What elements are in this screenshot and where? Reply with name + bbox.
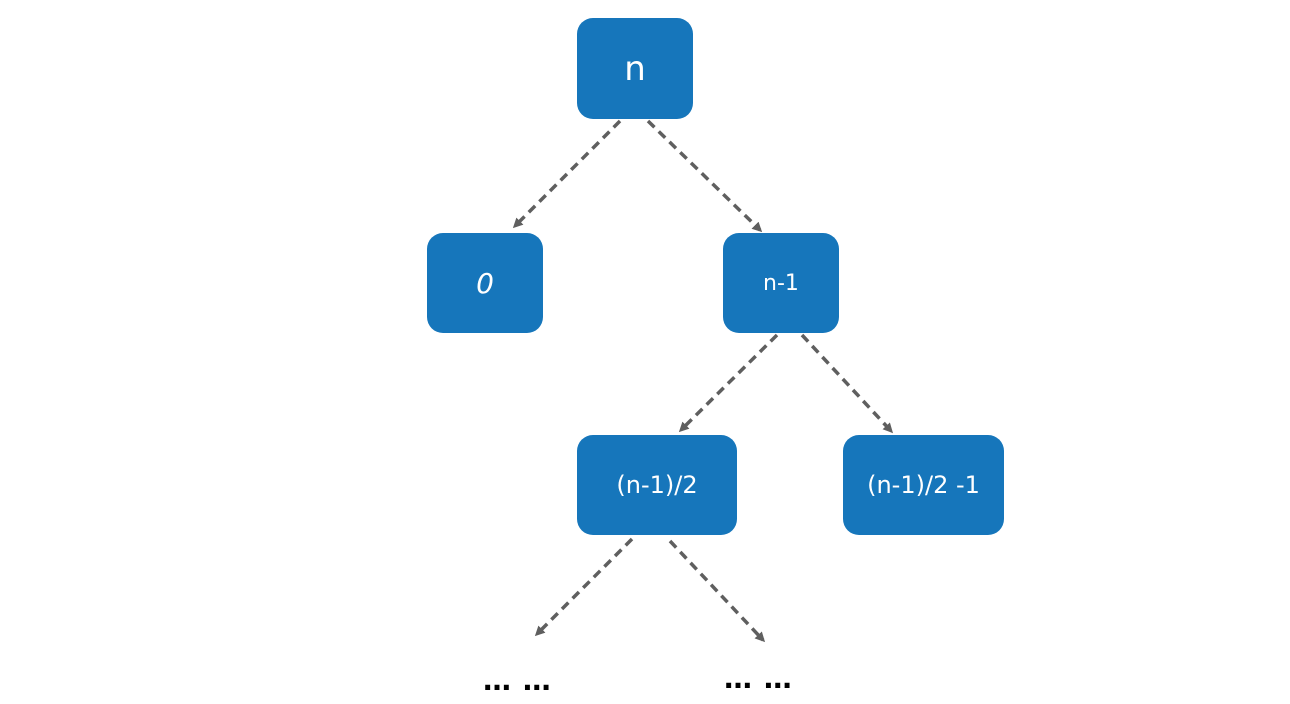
tree-node-half-minus-1: (n-1)/2 -1 xyxy=(843,435,1004,535)
tree-node-half: (n-1)/2 xyxy=(577,435,737,535)
edge-half-to-left-continuation xyxy=(534,537,634,637)
edge-nm1-to-half xyxy=(678,333,779,433)
edge-half-to-right-continuation xyxy=(668,539,766,643)
continuation-left: … … xyxy=(483,664,552,697)
tree-node-root: n xyxy=(577,18,693,119)
edge-root-to-zero xyxy=(512,119,622,229)
tree-node-root-label: n xyxy=(624,48,646,89)
tree-node-half-minus-1-label: (n-1)/2 -1 xyxy=(867,471,980,499)
tree-node-zero-label: 0 xyxy=(476,266,494,300)
continuation-right: … … xyxy=(724,662,793,695)
tree-node-n-minus-1: n-1 xyxy=(723,233,839,333)
tree-node-half-label: (n-1)/2 xyxy=(616,471,698,499)
tree-node-n-minus-1-label: n-1 xyxy=(763,270,799,296)
edge-root-to-nm1 xyxy=(646,119,763,233)
tree-node-zero: 0 xyxy=(427,233,543,333)
edge-nm1-to-halfm1 xyxy=(800,333,894,434)
